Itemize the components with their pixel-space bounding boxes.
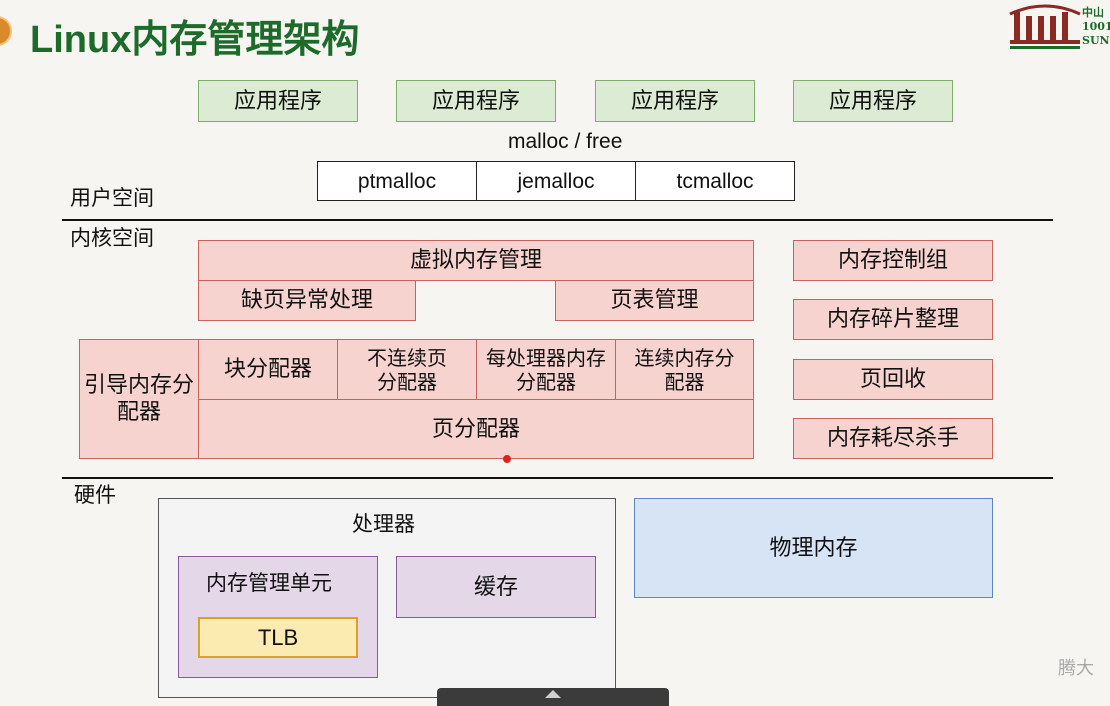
boot-memory-allocator: 引导内存分配器 bbox=[79, 339, 199, 459]
allocator-jemalloc: jemalloc bbox=[476, 161, 636, 201]
noncontiguous-page-allocator: 不连续页分配器 bbox=[337, 339, 477, 400]
memory-cgroup: 内存控制组 bbox=[793, 240, 993, 281]
processor-label: 处理器 bbox=[352, 512, 415, 536]
page-allocator: 页分配器 bbox=[198, 399, 754, 459]
kernel-hardware-divider bbox=[62, 477, 1053, 479]
block-allocator: 块分配器 bbox=[198, 339, 338, 400]
virtual-memory-management: 虚拟内存管理 bbox=[198, 240, 754, 281]
university-logo bbox=[1009, 4, 1081, 49]
allocator-ptmalloc: ptmalloc bbox=[317, 161, 477, 201]
per-cpu-allocator: 每处理器内存分配器 bbox=[476, 339, 616, 400]
laser-pointer-dot bbox=[503, 455, 511, 463]
university-logo-text: 中山 1001 SUN YA bbox=[1082, 6, 1110, 48]
app-box-4: 应用程序 bbox=[793, 80, 953, 122]
physical-memory-box: 物理内存 bbox=[634, 498, 993, 598]
page-fault-handling: 缺页异常处理 bbox=[198, 280, 416, 321]
expand-up-icon[interactable] bbox=[545, 690, 561, 698]
page-table-management: 页表管理 bbox=[555, 280, 754, 321]
mmu-label: 内存管理单元 bbox=[206, 571, 332, 595]
app-box-1: 应用程序 bbox=[198, 80, 358, 122]
user-space-label: 用户空间 bbox=[70, 186, 154, 210]
contiguous-memory-allocator: 连续内存分配器 bbox=[615, 339, 754, 400]
tlb-box: TLB bbox=[198, 617, 358, 658]
hardware-label: 硬件 bbox=[74, 483, 116, 507]
slide-bullet-icon bbox=[0, 16, 12, 46]
cache-box: 缓存 bbox=[396, 556, 596, 618]
logo-text-line2: 1001 bbox=[1082, 20, 1110, 33]
app-box-3: 应用程序 bbox=[595, 80, 755, 122]
logo-text-line1: 中山 bbox=[1082, 6, 1104, 19]
user-kernel-divider bbox=[62, 219, 1053, 221]
slide-title: Linux内存管理架构 bbox=[30, 19, 360, 61]
malloc-free-label: malloc / free bbox=[508, 130, 623, 153]
page-reclaim: 页回收 bbox=[793, 359, 993, 400]
logo-text-line3: SUN YA bbox=[1082, 34, 1110, 47]
kernel-space-label: 内核空间 bbox=[70, 226, 154, 250]
oom-killer: 内存耗尽杀手 bbox=[793, 418, 993, 459]
watermark-text: 腾大 bbox=[1058, 658, 1094, 679]
app-box-2: 应用程序 bbox=[396, 80, 556, 122]
allocator-tcmalloc: tcmalloc bbox=[635, 161, 795, 201]
memory-compaction: 内存碎片整理 bbox=[793, 299, 993, 340]
